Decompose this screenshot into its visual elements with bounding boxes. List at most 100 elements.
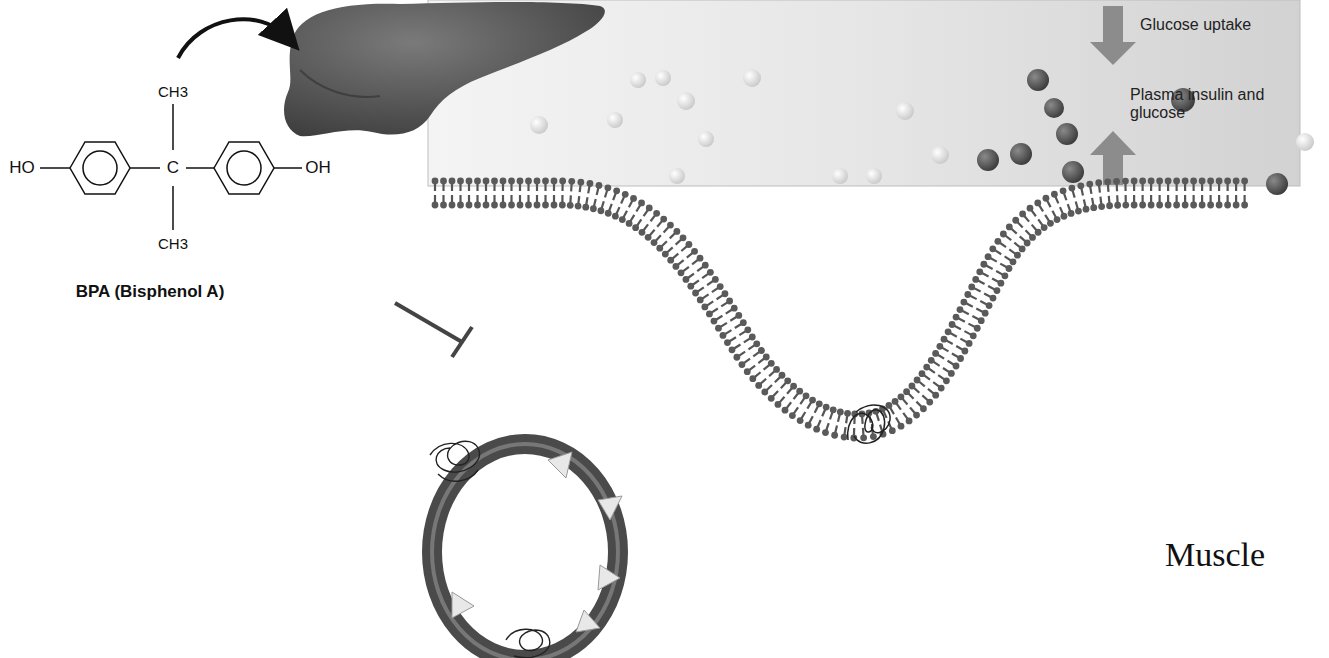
lipid-head (1024, 240, 1031, 247)
lipid-head (860, 434, 867, 441)
lipid-head (622, 191, 629, 198)
lipid-head (597, 207, 604, 214)
lipid-head (803, 392, 810, 399)
lipid-head (782, 407, 789, 414)
lipid-head (903, 388, 910, 395)
lipid-head (673, 228, 680, 235)
lipid-head (957, 355, 964, 362)
lipid-head (577, 179, 584, 186)
lipid-head (638, 200, 645, 207)
lipid-head (701, 303, 708, 310)
lipid-head (630, 195, 637, 202)
lipid-head (619, 216, 626, 223)
lipid-head (525, 178, 532, 185)
lipid-head (1156, 178, 1163, 185)
lipid-head (1060, 187, 1067, 194)
lipid-head (1148, 202, 1155, 209)
lipid-head (889, 427, 896, 434)
lipid-head (1233, 178, 1240, 185)
lipid-head (913, 412, 920, 419)
lipid-head (491, 178, 498, 185)
lipid-head (1061, 213, 1068, 220)
lipid-head (1077, 182, 1084, 189)
lipid-head (823, 404, 830, 411)
lipid-head (872, 408, 879, 415)
lipid-head (534, 202, 541, 209)
lipid-head (1075, 208, 1082, 215)
lipid-head (796, 388, 803, 395)
lipid-head (575, 203, 582, 210)
lipid-head (784, 377, 791, 384)
lipid-head (508, 202, 515, 209)
lipid-head (972, 276, 979, 283)
lipid-head (841, 434, 848, 441)
lipid-head (717, 283, 724, 290)
lipid-head (936, 343, 943, 350)
lipid-head (731, 305, 738, 312)
lipid-head (457, 178, 464, 185)
lipid-head (707, 269, 714, 276)
lipid-head (483, 178, 490, 185)
curved-arrow (178, 19, 286, 58)
lipid-head (1199, 178, 1206, 185)
lipid-head (542, 202, 549, 209)
lipid-head (1069, 185, 1076, 192)
liver (284, 2, 605, 136)
lipid-head (626, 220, 633, 227)
lipid-head (1173, 202, 1180, 209)
lipid-head (613, 187, 620, 194)
lipid-head (994, 238, 1001, 245)
lipid-head (1068, 210, 1075, 217)
lipid-head (1224, 202, 1231, 209)
lipid-head (923, 364, 930, 371)
lipid-head (1182, 202, 1189, 209)
arrow-label: Plasma insulin and glucose (1130, 86, 1266, 123)
vesicle-highlight (432, 444, 618, 658)
lipid-head (568, 178, 575, 185)
lipid-head (797, 417, 804, 424)
lipid-head (735, 312, 742, 319)
lipid-head (646, 205, 653, 212)
lipid-head (1156, 202, 1163, 209)
down-arrow (1090, 6, 1136, 65)
lipid-head (1019, 211, 1026, 218)
lipid-head (994, 287, 1001, 294)
lipid-head (850, 435, 857, 442)
lipid-head (989, 245, 996, 252)
lipid-head (790, 383, 797, 390)
lipid-head (982, 310, 989, 317)
plasma-region: Glucose uptakePlasma insulin and glucose (428, 0, 1300, 186)
up-arrow (1090, 131, 1136, 185)
lipid-head (953, 314, 960, 321)
vesicle (432, 444, 618, 658)
lipid-head (1047, 220, 1054, 227)
arrow-label: Glucose uptake (1140, 16, 1290, 34)
lipid-head (775, 401, 782, 408)
lipid-head (920, 405, 927, 412)
lipid-head (837, 409, 844, 416)
lipid-head (1083, 206, 1090, 213)
lipid-head (1131, 178, 1138, 185)
lipid-head (980, 261, 987, 268)
lipid-head (1122, 202, 1129, 209)
lipid-head (1002, 272, 1009, 279)
lipid-head (744, 368, 751, 375)
lipid-head (1051, 191, 1058, 198)
lipid-head (667, 257, 674, 264)
lipid-head (1173, 178, 1180, 185)
lipid-head (990, 295, 997, 302)
lipid-head (605, 210, 612, 217)
vesicle-transporters (430, 441, 550, 657)
lipid-head (998, 280, 1005, 287)
lipid-head (1165, 202, 1172, 209)
lipid-head (517, 178, 524, 185)
lipid-head (1041, 224, 1048, 231)
lipid-head (813, 426, 820, 433)
lipid-head (1095, 179, 1102, 186)
lipid-head (830, 406, 837, 413)
lipid-head (985, 253, 992, 260)
lipid-head (432, 178, 439, 185)
lipid-head (1027, 205, 1034, 212)
lipid-head (749, 375, 756, 382)
lipid-head (739, 361, 746, 368)
